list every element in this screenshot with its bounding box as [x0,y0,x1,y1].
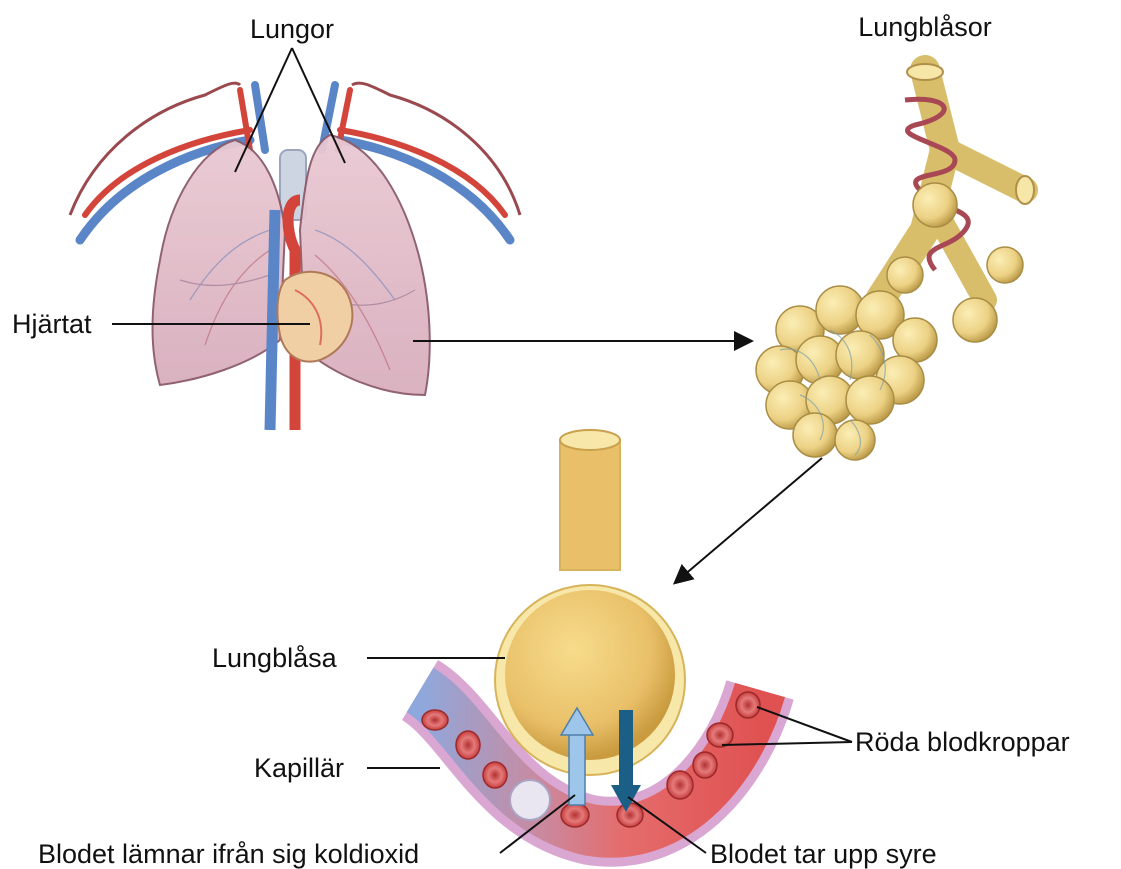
alveolus-capillary-illustration [420,430,760,832]
label-co2-release: Blodet lämnar ifrån sig koldioxid [38,839,419,869]
white-blood-cell [510,780,550,820]
vena-cava [270,210,275,430]
alveoli-buds [756,183,1023,460]
label-lungs: Lungor [250,14,334,44]
label-alveolus: Lungblåsa [212,643,338,673]
alveoli-to-alveolus-arrow [676,458,822,582]
alveolus-neck [560,440,620,570]
torso-lungs-illustration [70,83,520,430]
label-alveoli: Lungblåsor [858,12,992,42]
label-o2-uptake: Blodet tar upp syre [710,839,937,869]
label-heart: Hjärtat [12,309,92,339]
label-red-blood-cells: Röda blodkroppar [855,727,1070,757]
alveoli-cluster-illustration [756,64,1034,460]
label-capillary: Kapillär [254,753,344,783]
